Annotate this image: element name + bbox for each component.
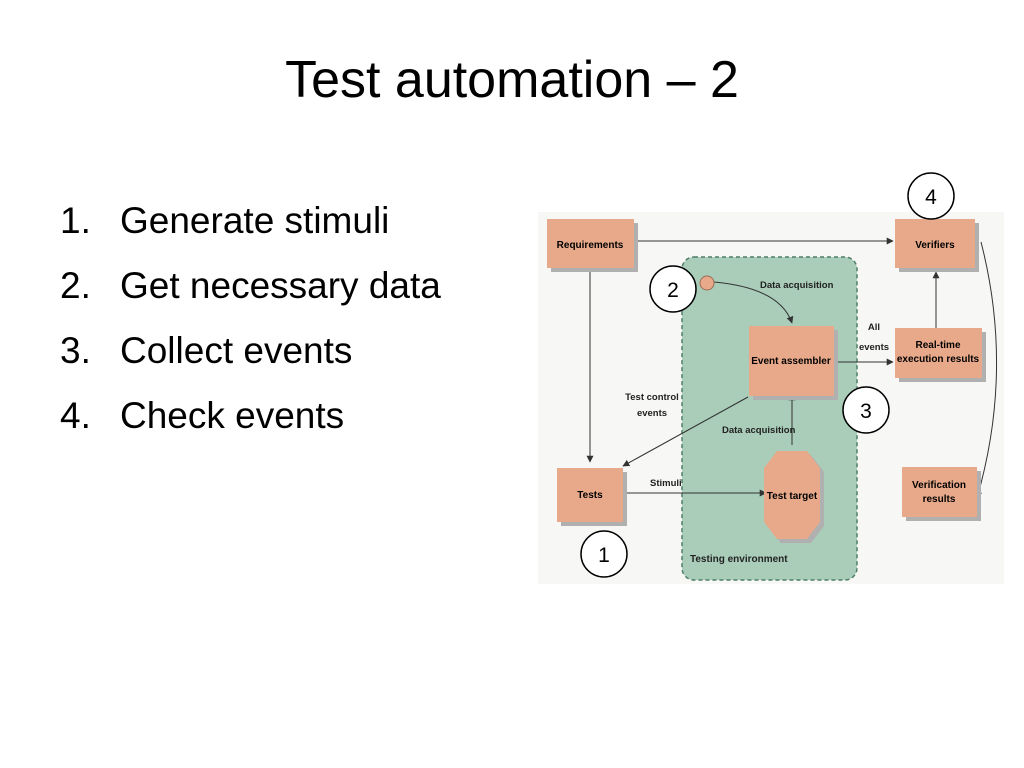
verification-results-label-line1: Verification	[912, 480, 966, 491]
verification-results-label-line2: results	[923, 494, 956, 505]
all-events-label-line1: All	[868, 322, 880, 333]
bullet-item: 4. Check events	[60, 383, 441, 448]
diagram: Testing environment Requirements Verifie…	[530, 170, 1010, 595]
marker-4-circle	[907, 172, 955, 220]
event-assembler-box	[749, 326, 834, 396]
realtime-results-label-line2: execution results	[897, 354, 980, 365]
bullet-item: 1. Generate stimuli	[60, 188, 441, 253]
tests-label: Tests	[577, 490, 603, 501]
tests-box	[557, 468, 623, 522]
bullet-item: 2. Get necessary data	[60, 253, 441, 318]
verifiers-label: Verifiers	[915, 240, 955, 251]
bullet-text: Get necessary data	[120, 265, 441, 306]
verifiers-to-verification-arrow	[975, 241, 998, 499]
data-acquisition-mid-label: Data acquisition	[722, 425, 796, 436]
bullet-text: Collect events	[120, 330, 353, 371]
bullet-number: 3.	[60, 330, 91, 371]
marker-2-circle	[649, 265, 697, 313]
bullet-number: 2.	[60, 265, 91, 306]
test-control-events-arrow	[622, 396, 749, 467]
test-target-octagon	[764, 451, 820, 539]
marker-4-label: 4	[925, 186, 937, 209]
requirements-box	[547, 219, 634, 268]
marker-3-label: 3	[860, 400, 872, 423]
requirements-label: Requirements	[557, 240, 624, 251]
bullet-list: 1. Generate stimuli 2. Get necessary dat…	[60, 188, 441, 448]
realtime-results-box	[895, 328, 982, 378]
marker-1-circle	[580, 530, 628, 578]
verifiers-box	[895, 219, 975, 268]
test-control-events-label-line2: events	[637, 408, 667, 419]
realtime-results-label-line1: Real-time	[915, 340, 960, 351]
test-control-events-label-line1: Test control	[625, 392, 679, 403]
marker-3-circle	[842, 386, 890, 434]
bullet-number: 4.	[60, 395, 91, 436]
data-acquisition-top-arrow	[713, 281, 794, 324]
stimuli-label: Stimuli	[650, 478, 682, 489]
data-acquisition-top-label: Data acquisition	[760, 280, 834, 291]
bullet-text: Check events	[120, 395, 345, 436]
bullet-number: 1.	[60, 200, 91, 241]
test-target-label: Test target	[767, 491, 818, 502]
all-events-label-line2: events	[859, 342, 889, 353]
sensor-dot	[699, 275, 715, 291]
marker-2-label: 2	[667, 279, 679, 302]
slide-title: Test automation – 2	[285, 51, 739, 109]
marker-1-label: 1	[598, 544, 610, 567]
bullet-text: Generate stimuli	[120, 200, 390, 241]
bullet-item: 3. Collect events	[60, 318, 441, 383]
event-assembler-label: Event assembler	[751, 356, 831, 367]
verification-results-box	[902, 467, 977, 517]
diagram-svg: Testing environment Requirements Verifie…	[538, 172, 1004, 584]
testing-environment-label: Testing environment	[690, 554, 788, 565]
